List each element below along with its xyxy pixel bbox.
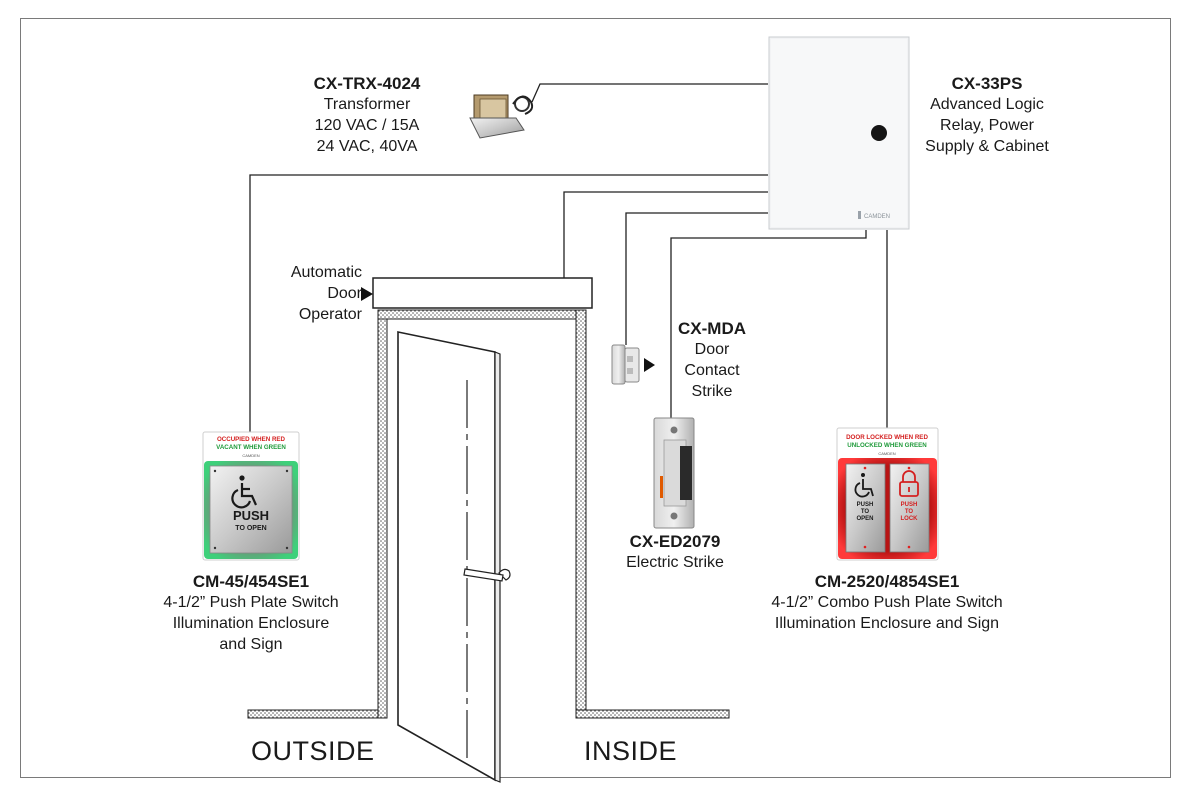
svg-text:OCCUPIED WHEN RED: OCCUPIED WHEN RED <box>217 436 286 443</box>
left-switch-line: 4-1/2” Push Plate Switch <box>163 594 339 611</box>
transformer-icon <box>469 94 534 139</box>
svg-text:CAMDEN: CAMDEN <box>864 214 890 220</box>
operator-line: Door <box>327 285 362 302</box>
left-push-switch: OCCUPIED WHEN RED VACANT WHEN GREEN CAMD… <box>202 431 300 561</box>
right-switch-label: CM-2520/4854SE1 4-1/2” Combo Push Plate … <box>737 571 1037 634</box>
right-switch-model: CM-2520/4854SE1 <box>814 572 960 591</box>
padlock-icon <box>899 470 919 497</box>
cabinet-icon: CAMDEN <box>768 36 910 230</box>
operator-arrow <box>361 287 373 301</box>
operator-line: Automatic <box>290 264 362 281</box>
door-contact-line: Door <box>694 341 730 358</box>
wheelchair-icon <box>231 475 258 509</box>
left-switch-model: CM-45/454SE1 <box>192 572 310 591</box>
electric-strike-line: Electric Strike <box>626 554 724 571</box>
wire-operator <box>563 191 768 278</box>
svg-text:DOOR LOCKED WHEN RED: DOOR LOCKED WHEN RED <box>846 434 928 441</box>
electric-strike-model: CX-ED2079 <box>629 532 721 551</box>
left-switch-line: and Sign <box>219 636 283 653</box>
svg-text:PUSH: PUSH <box>233 508 269 523</box>
door-handle-icon <box>463 568 511 582</box>
right-switch-line: 4-1/2” Combo Push Plate Switch <box>771 594 1003 611</box>
transformer-label: CX-TRX-4024 Transformer 120 VAC / 15A 24… <box>297 73 437 157</box>
right-push-switch: DOOR LOCKED WHEN RED UNLOCKED WHEN GREEN… <box>836 427 939 561</box>
door-operator-box <box>372 277 593 309</box>
transformer-model: CX-TRX-4024 <box>313 74 421 93</box>
svg-text:CAMDEN: CAMDEN <box>878 451 895 456</box>
svg-text:PUSH: PUSH <box>857 502 874 508</box>
svg-text:PUSH: PUSH <box>901 502 918 508</box>
cabinet-line: Supply & Cabinet <box>925 138 1049 155</box>
diagram-frame <box>20 18 1171 778</box>
door-contact-line: Contact <box>684 362 740 379</box>
svg-text:TO: TO <box>861 509 870 515</box>
cabinet-line: Advanced Logic <box>930 96 1044 113</box>
electric-strike-icon <box>653 417 695 529</box>
electric-strike-label: CX-ED2079 Electric Strike <box>605 531 745 573</box>
door-contact-line: Strike <box>691 383 733 400</box>
svg-text:OPEN: OPEN <box>856 516 873 522</box>
svg-text:TO: TO <box>905 509 914 515</box>
door-contact-icon <box>611 344 655 385</box>
svg-text:CAMDEN: CAMDEN <box>242 453 259 458</box>
svg-text:VACANT WHEN GREEN: VACANT WHEN GREEN <box>216 444 286 451</box>
door-contact-label: CX-MDA Door Contact Strike <box>667 318 757 402</box>
left-switch-label: CM-45/454SE1 4-1/2” Push Plate Switch Il… <box>131 571 371 655</box>
wire-transformer-cabinet <box>531 83 768 103</box>
wires <box>249 83 888 432</box>
wire-electric-strike <box>670 230 867 418</box>
transformer-line: Transformer <box>323 96 411 113</box>
transformer-line: 120 VAC / 15A <box>314 117 420 134</box>
wire-door-contact <box>625 212 768 345</box>
svg-text:LOCK: LOCK <box>901 516 919 522</box>
svg-text:UNLOCKED WHEN GREEN: UNLOCKED WHEN GREEN <box>847 442 927 449</box>
svg-text:TO OPEN: TO OPEN <box>235 525 266 532</box>
cabinet-label: CX-33PS Advanced Logic Relay, Power Supp… <box>912 73 1062 157</box>
wheelchair-icon <box>854 473 874 498</box>
right-switch-line: Illumination Enclosure and Sign <box>774 615 1000 632</box>
door-contact-model: CX-MDA <box>678 319 746 338</box>
operator-line: Operator <box>298 306 362 323</box>
wire-left-switch <box>249 174 768 432</box>
cabinet-lock-icon <box>871 125 887 141</box>
door <box>397 331 511 783</box>
cabinet-model: CX-33PS <box>951 74 1023 93</box>
operator-label: Automatic Door Operator <box>272 262 362 325</box>
wall-structure <box>247 309 730 719</box>
inside-label: INSIDE <box>584 736 678 766</box>
outside-label: OUTSIDE <box>251 736 375 766</box>
left-switch-line: Illumination Enclosure <box>172 615 330 632</box>
cabinet-line: Relay, Power <box>940 117 1034 134</box>
transformer-line: 24 VAC, 40VA <box>316 138 418 155</box>
